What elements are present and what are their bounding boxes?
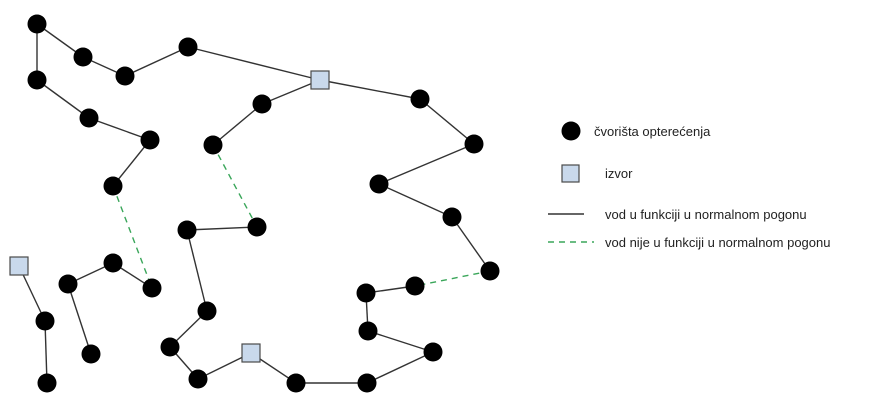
legend-source-symbol xyxy=(561,164,580,183)
load-node xyxy=(79,108,99,128)
active-line xyxy=(419,98,475,145)
active-line xyxy=(212,103,263,146)
load-node xyxy=(81,344,101,364)
legend-inactive-line-label: vod nije u funkciji u normalnom pogonu xyxy=(605,235,830,250)
source-node xyxy=(9,256,29,276)
active-line xyxy=(261,79,321,105)
active-line xyxy=(451,216,491,272)
legend-active-line-label: vod u funkciji u normalnom pogonu xyxy=(605,207,807,222)
legend-source-label: izvor xyxy=(605,166,633,181)
load-node xyxy=(115,66,135,86)
load-node xyxy=(464,134,484,154)
load-node xyxy=(247,217,267,237)
load-node xyxy=(140,130,160,150)
active-line xyxy=(378,183,453,218)
load-node xyxy=(197,301,217,321)
load-node xyxy=(480,261,500,281)
inactive-line xyxy=(112,185,153,289)
load-node xyxy=(73,47,93,67)
load-node xyxy=(160,337,180,357)
source-node xyxy=(310,70,330,90)
network-lines xyxy=(18,23,491,384)
active-line xyxy=(378,143,475,185)
load-node xyxy=(357,373,377,393)
source-node xyxy=(241,343,261,363)
load-node xyxy=(442,207,462,227)
active-line xyxy=(44,320,48,384)
load-node xyxy=(27,14,47,34)
active-line xyxy=(186,229,208,312)
active-line xyxy=(367,330,434,353)
legend: čvorišta opterećenja izvor vod u funkcij… xyxy=(548,121,830,250)
active-line xyxy=(112,139,151,187)
load-node xyxy=(252,94,272,114)
legend-node-label: čvorišta opterećenja xyxy=(594,124,711,139)
load-node xyxy=(369,174,389,194)
load-node xyxy=(405,276,425,296)
load-node xyxy=(358,321,378,341)
active-line xyxy=(124,46,189,77)
load-node xyxy=(142,278,162,298)
load-node xyxy=(286,373,306,393)
load-node xyxy=(103,176,123,196)
load-node xyxy=(58,274,78,294)
load-node xyxy=(410,89,430,109)
network-sources xyxy=(9,70,330,363)
active-line xyxy=(88,117,151,141)
load-node xyxy=(37,373,57,393)
network-nodes xyxy=(27,14,500,393)
active-line xyxy=(187,46,321,81)
load-node xyxy=(177,220,197,240)
load-node xyxy=(356,283,376,303)
load-node xyxy=(35,311,55,331)
load-node xyxy=(27,70,47,90)
active-line xyxy=(366,351,434,384)
load-node xyxy=(423,342,443,362)
inactive-line xyxy=(414,270,491,287)
active-line xyxy=(67,283,92,355)
load-node xyxy=(188,369,208,389)
active-line xyxy=(36,79,90,119)
load-node xyxy=(203,135,223,155)
active-line xyxy=(186,226,258,231)
load-node xyxy=(178,37,198,57)
load-node xyxy=(103,253,123,273)
active-line xyxy=(319,79,421,100)
legend-node-symbol xyxy=(561,121,581,141)
inactive-line xyxy=(212,144,258,228)
